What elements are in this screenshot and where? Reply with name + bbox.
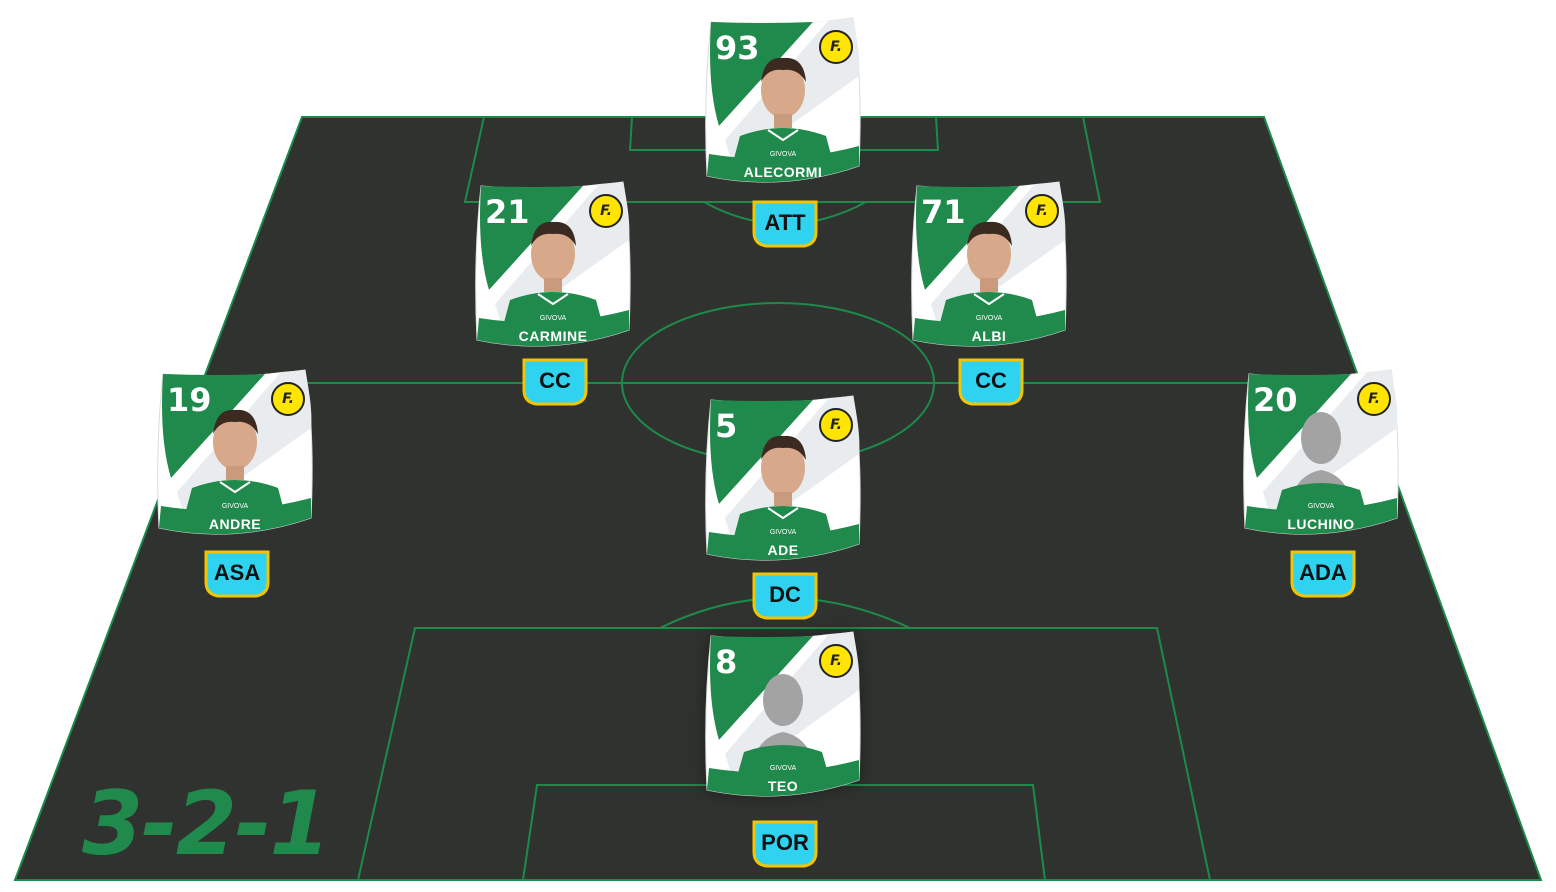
svg-text:GIVOVA: GIVOVA (222, 503, 249, 510)
svg-text:GIVOVA: GIVOVA (770, 151, 797, 158)
player-name: ALBI (971, 328, 1007, 344)
player-photo-icon: GIVOVA (732, 435, 834, 544)
player-name: ALECORMI (743, 164, 823, 180)
player-number: 21 (485, 193, 530, 231)
position-badge-carmine[interactable]: CC (522, 358, 588, 408)
player-card-carmine[interactable]: GIVOVA 21 F. CARMINE (473, 180, 633, 368)
player-card-ade[interactable]: GIVOVA 5 F. ADE (703, 394, 863, 582)
position-badge-alecormi[interactable]: ATT (752, 200, 818, 250)
position-badge-andre[interactable]: ASA (204, 550, 270, 600)
svg-text:GIVOVA: GIVOVA (1308, 503, 1335, 510)
position-label: ASA (213, 560, 261, 585)
position-label: CC (539, 368, 571, 393)
player-card-luchino[interactable]: GIVOVA 20 F. LUCHINO (1241, 368, 1401, 556)
player-number: 93 (715, 29, 760, 67)
player-name: TEO (767, 778, 799, 794)
player-number: 5 (715, 407, 738, 445)
position-label: ATT (764, 210, 806, 235)
team-logo-icon: F. (819, 30, 853, 64)
player-card-albi[interactable]: GIVOVA 71 F. ALBI (909, 180, 1069, 368)
team-logo-icon: F. (589, 194, 623, 228)
player-photo-icon: GIVOVA (184, 409, 286, 518)
team-logo-icon: F. (271, 382, 305, 416)
svg-text:GIVOVA: GIVOVA (976, 315, 1003, 322)
team-logo-icon: F. (819, 408, 853, 442)
player-number: 19 (167, 381, 212, 419)
player-name: ADE (767, 542, 799, 558)
player-silhouette-icon: GIVOVA (1274, 412, 1368, 518)
position-badge-ade[interactable]: DC (752, 572, 818, 622)
badge-shape (1290, 550, 1356, 598)
player-number: 8 (715, 643, 738, 681)
team-logo-icon: F. (1357, 382, 1391, 416)
player-card-andre[interactable]: GIVOVA 19 F. ANDRE (155, 368, 315, 556)
badge-shape (752, 820, 818, 868)
player-number: 20 (1253, 381, 1298, 419)
team-logo-icon: F. (819, 644, 853, 678)
badge-shape (204, 550, 270, 598)
player-name: ANDRE (208, 516, 262, 532)
player-card-alecormi[interactable]: GIVOVA 93 F. ALECORMI (703, 16, 863, 204)
position-label: ADA (1299, 560, 1347, 585)
formation-label: 3-2-1 (82, 772, 331, 875)
svg-text:GIVOVA: GIVOVA (540, 315, 567, 322)
badge-shape (958, 358, 1024, 406)
position-label: CC (975, 368, 1007, 393)
player-name: CARMINE (518, 328, 588, 344)
position-badge-albi[interactable]: CC (958, 358, 1024, 408)
team-logo-icon: F. (1025, 194, 1059, 228)
player-photo-icon: GIVOVA (732, 57, 834, 166)
position-badge-teo[interactable]: POR (752, 820, 818, 870)
position-badge-luchino[interactable]: ADA (1290, 550, 1356, 600)
svg-text:GIVOVA: GIVOVA (770, 529, 797, 536)
player-card-teo[interactable]: GIVOVA 8 F. TEO (703, 630, 863, 818)
badge-shape (752, 572, 818, 620)
player-number: 71 (921, 193, 966, 231)
badge-shape (752, 200, 818, 248)
badge-shape (522, 358, 588, 406)
position-label: POR (761, 830, 809, 855)
player-name: LUCHINO (1287, 516, 1355, 532)
pitch-outline (13, 116, 1543, 881)
player-photo-icon: GIVOVA (938, 221, 1040, 330)
svg-text:GIVOVA: GIVOVA (770, 765, 797, 772)
bottom-penalty-box (357, 627, 1211, 881)
player-silhouette-icon: GIVOVA (736, 674, 830, 780)
player-photo-icon: GIVOVA (502, 221, 604, 330)
position-label: DC (769, 582, 801, 607)
